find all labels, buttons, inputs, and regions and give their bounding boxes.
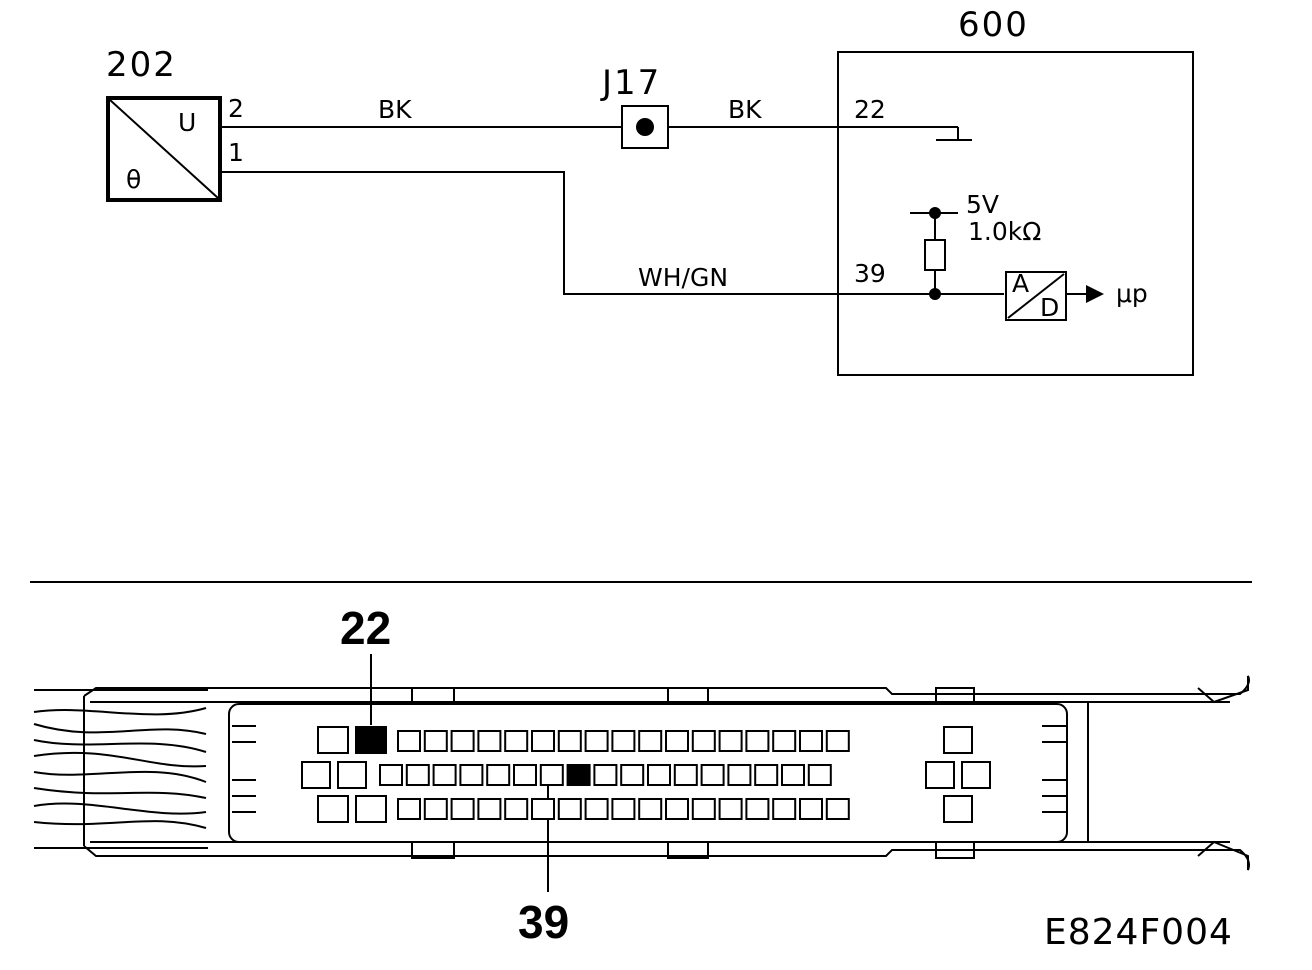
junction-id-label: J17 bbox=[600, 63, 661, 103]
supply-voltage-label: 5V bbox=[966, 190, 999, 219]
sensor-pin-2-label: 2 bbox=[228, 94, 244, 123]
pin-cavity bbox=[379, 764, 403, 786]
pin-cavity-large bbox=[355, 795, 387, 823]
sensor-u-symbol: U bbox=[178, 108, 196, 137]
pin-cavity bbox=[772, 730, 797, 752]
signal-node bbox=[929, 288, 941, 300]
pin-cavity bbox=[799, 730, 823, 752]
pin-39-cavity bbox=[566, 764, 591, 786]
pin-cavity bbox=[691, 798, 716, 820]
pin-cavity-large bbox=[961, 761, 991, 789]
ground-wire-left-color: BK bbox=[378, 95, 412, 124]
pin-cavity bbox=[531, 798, 555, 820]
adc-a-label: A bbox=[1012, 269, 1029, 298]
pin-cavity bbox=[539, 764, 564, 786]
pin-cavity bbox=[593, 764, 618, 786]
pin-cavity-large bbox=[943, 726, 973, 754]
pin-cavity bbox=[405, 764, 430, 786]
pin-cavity-large bbox=[317, 726, 349, 754]
pin-cavity bbox=[799, 798, 823, 820]
pin-cavity bbox=[584, 798, 609, 820]
harness-wires bbox=[33, 689, 208, 849]
connector-housing bbox=[83, 675, 1250, 871]
pin-cavity bbox=[513, 764, 537, 786]
callout-pin-22: 22 bbox=[340, 602, 391, 654]
pin-cavity bbox=[397, 798, 421, 820]
callout-pin-39: 39 bbox=[518, 896, 569, 948]
pin-cavity-large bbox=[301, 761, 331, 789]
junction-j17 bbox=[621, 105, 669, 149]
pin-cavity-large bbox=[943, 795, 973, 823]
pin-cavity bbox=[727, 764, 752, 786]
ecu-id-label: 600 bbox=[958, 5, 1029, 45]
pin-cavity bbox=[477, 730, 502, 752]
pin-cavity bbox=[825, 798, 850, 820]
sensor-pin-1-label: 1 bbox=[228, 138, 244, 167]
pin-cavity bbox=[638, 798, 663, 820]
pin-cavity bbox=[584, 730, 609, 752]
pin-cavity bbox=[423, 798, 448, 820]
pin-cavity bbox=[531, 730, 555, 752]
resistor-value-label: 1.0kΩ bbox=[968, 217, 1041, 246]
pin-cavity bbox=[611, 798, 636, 820]
pin-cavity bbox=[423, 730, 448, 752]
connector-pins bbox=[301, 726, 991, 823]
ecu-pin-39-label: 39 bbox=[854, 259, 886, 288]
pin-cavity bbox=[450, 798, 475, 820]
pin-cavity bbox=[754, 764, 779, 786]
pin-cavity bbox=[397, 730, 421, 752]
pin-cavity bbox=[718, 798, 743, 820]
ground-wire-right-color: BK bbox=[728, 95, 762, 124]
pin-cavity bbox=[691, 730, 716, 752]
pin-cavity bbox=[611, 730, 636, 752]
ecu-pin-22-label: 22 bbox=[854, 95, 886, 124]
pin-cavity bbox=[700, 764, 725, 786]
sensor-theta-symbol: θ bbox=[126, 165, 141, 194]
pin-cavity bbox=[807, 764, 832, 786]
pin-cavity bbox=[647, 764, 671, 786]
pin-cavity bbox=[557, 730, 582, 752]
pin-cavity-large bbox=[337, 761, 367, 789]
output-arrow-icon bbox=[1086, 285, 1104, 303]
ecu-box bbox=[837, 51, 1194, 376]
pin-cavity bbox=[504, 730, 529, 752]
pin-cavity bbox=[504, 798, 529, 820]
pin-cavity bbox=[745, 730, 770, 752]
pin-cavity bbox=[665, 798, 689, 820]
adc-d-label: D bbox=[1040, 293, 1059, 322]
pin-22-cavity bbox=[355, 726, 387, 754]
pin-cavity-large bbox=[317, 795, 349, 823]
microprocessor-label: μp bbox=[1116, 279, 1148, 308]
sensor-id-label: 202 bbox=[106, 45, 177, 85]
pin-cavity bbox=[450, 730, 475, 752]
pin-cavity bbox=[673, 764, 698, 786]
figure-code: E824F004 bbox=[1044, 912, 1233, 953]
pin-cavity bbox=[718, 730, 743, 752]
signal-wire bbox=[220, 171, 1004, 295]
pin-cavity bbox=[477, 798, 502, 820]
pin-cavity bbox=[486, 764, 511, 786]
pin-cavity bbox=[825, 730, 850, 752]
signal-wire-color: WH/GN bbox=[638, 263, 728, 292]
pin-cavity bbox=[665, 730, 689, 752]
pullup-resistor bbox=[924, 239, 946, 271]
pin-cavity-large bbox=[925, 761, 955, 789]
pin-cavity bbox=[557, 798, 582, 820]
pin-cavity bbox=[459, 764, 484, 786]
pin-cavity bbox=[772, 798, 797, 820]
pin-cavity bbox=[638, 730, 663, 752]
pin-cavity bbox=[432, 764, 457, 786]
adc-converter: A D bbox=[1005, 269, 1067, 322]
temperature-sensor: U θ bbox=[106, 96, 222, 202]
pin-cavity bbox=[781, 764, 805, 786]
pin-cavity bbox=[745, 798, 770, 820]
pin-cavity bbox=[620, 764, 645, 786]
